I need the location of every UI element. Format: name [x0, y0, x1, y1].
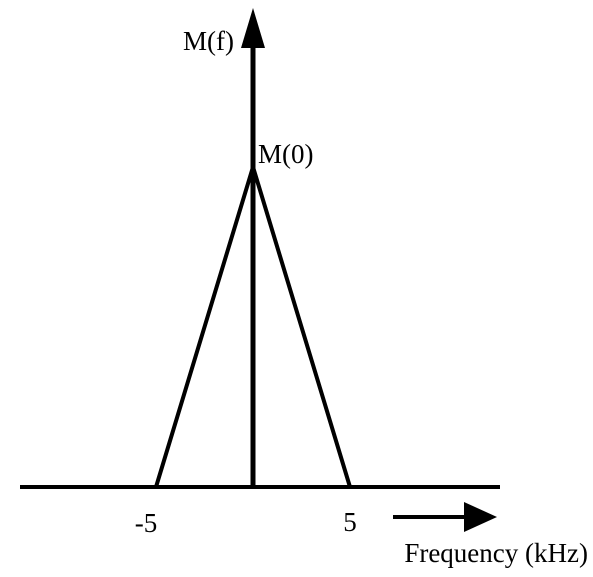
x-axis-label: Frequency (kHz) [404, 538, 588, 568]
magnitude-axis-arrowhead [241, 8, 265, 48]
y-axis-label: M(f) [183, 26, 234, 56]
frequency-direction-arrowhead [464, 502, 497, 532]
spectrum-line [154, 160, 352, 488]
x-tick-label-5: 5 [343, 507, 357, 537]
peak-label: M(0) [258, 139, 314, 169]
x-tick-label-neg5: -5 [135, 508, 158, 538]
